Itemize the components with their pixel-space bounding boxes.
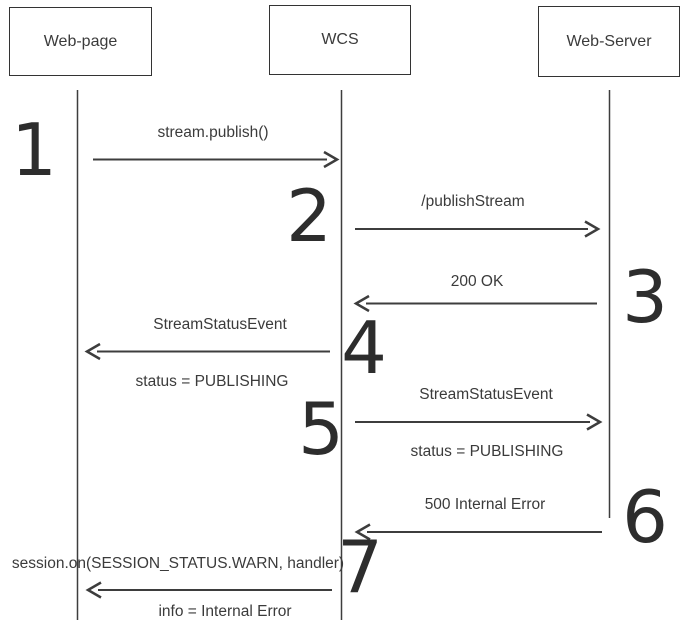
step-number-5: 5 — [298, 387, 344, 471]
message-arrow-2 — [355, 220, 601, 238]
step-number-4: 4 — [341, 306, 387, 390]
step-number-2: 2 — [286, 174, 332, 258]
message-label-2: /publishStream — [421, 193, 525, 210]
message-label-4: StreamStatusEvent — [153, 316, 287, 333]
step-number-3: 3 — [622, 255, 668, 339]
message-label-7: session.on(SESSION_STATUS.WARN, handler) — [11, 555, 345, 572]
message-label-3: 200 OK — [450, 273, 504, 290]
step-number-1: 1 — [11, 108, 57, 192]
message-arrow-3 — [353, 294, 597, 313]
participant-label-wcs: WCS — [321, 31, 359, 48]
message-arrow-1 — [93, 150, 340, 169]
message-sublabel-5: status = PUBLISHING — [410, 443, 564, 460]
message-arrow-5 — [355, 413, 603, 431]
step-number-7: 7 — [337, 525, 383, 609]
participant-label-web-server: Web-Server — [566, 32, 652, 50]
participant-label-web-page: Web-page — [43, 32, 118, 50]
message-arrow-7 — [85, 581, 332, 599]
participant-box-web-server: Web-Server — [538, 6, 680, 77]
step-number-6: 6 — [622, 475, 668, 559]
message-sublabel-4: status = PUBLISHING — [135, 373, 289, 390]
message-label-1: stream.publish() — [157, 124, 269, 141]
message-arrow-4 — [84, 342, 330, 361]
message-arrow-6 — [354, 523, 602, 541]
message-sublabel-7: info = Internal Error — [158, 603, 292, 620]
message-label-6: 500 Internal Error — [424, 496, 546, 513]
participant-box-web-page: Web-page — [9, 7, 152, 76]
message-label-5: StreamStatusEvent — [419, 386, 553, 403]
participant-box-wcs: WCS — [269, 5, 411, 75]
